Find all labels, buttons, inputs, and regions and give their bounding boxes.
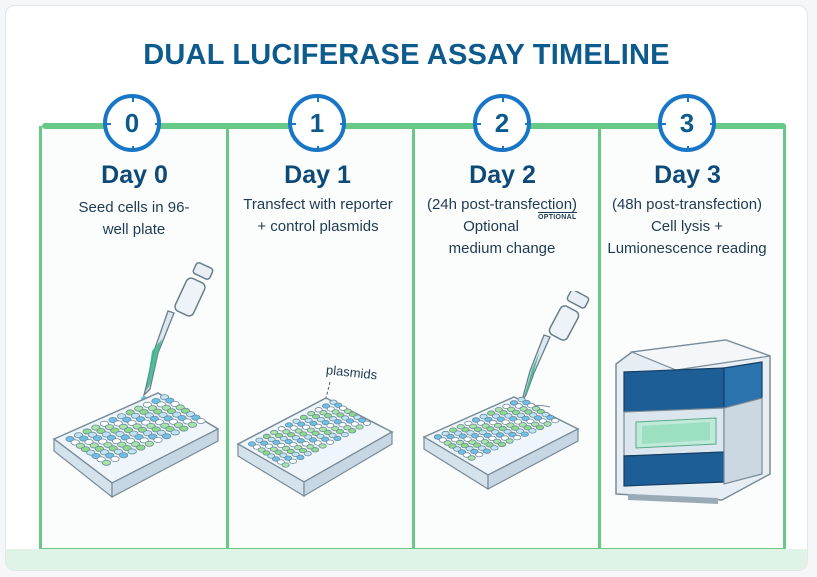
description-line: Optional [463, 218, 519, 235]
well [318, 443, 327, 449]
well [326, 439, 335, 445]
well [296, 454, 305, 461]
well [289, 458, 298, 464]
plasmids-annotation: plasmids [325, 362, 378, 382]
day-label: Day 3 [654, 161, 721, 189]
circle-tick [106, 123, 111, 125]
well [490, 445, 499, 451]
description-line: medium change [448, 240, 556, 257]
well [475, 451, 484, 458]
pipette-plate-illustration [52, 261, 220, 499]
diagram-card: DUAL LUCIFERASE ASSAY TIMELINE 0 Day 0 S… [5, 5, 808, 571]
step-number: 1 [309, 107, 325, 138]
step-number: 0 [124, 107, 140, 138]
well [505, 438, 514, 444]
day-label: Day 2 [469, 161, 536, 189]
well [520, 431, 529, 437]
step-number-circle: 0 [103, 94, 161, 152]
well-plate-icon [236, 397, 394, 498]
well [340, 431, 349, 438]
step-number: 2 [494, 107, 510, 138]
plasmid-plate-illustration: plasmids [236, 362, 394, 498]
circle-tick [155, 123, 160, 125]
well [528, 428, 537, 434]
circle-tick [132, 146, 134, 151]
well [162, 433, 172, 440]
step-description: Transfect with reporter + control plasmi… [225, 194, 411, 238]
description-line: Cell lysis + [650, 218, 724, 235]
well [551, 417, 560, 424]
step-number-circle: 3 [658, 94, 716, 152]
well [513, 434, 522, 441]
circle-tick [502, 97, 504, 102]
pipette-icon [141, 261, 214, 402]
description-line: well plate [102, 221, 166, 238]
circle-tick [317, 97, 319, 102]
well [196, 417, 206, 425]
step-description: Seed cells in 96- well plate [44, 197, 224, 241]
well [110, 455, 120, 463]
step-number-circle: 1 [288, 94, 346, 152]
well [497, 441, 507, 448]
well [179, 425, 189, 432]
pipette-icon [521, 291, 590, 402]
circle-tick [687, 97, 689, 102]
well [153, 436, 163, 444]
circle-tick [525, 123, 530, 125]
description-line: (48h post-transfection) [611, 196, 763, 213]
well-plate-icon [52, 392, 220, 499]
well [136, 444, 146, 451]
description-line: + control plasmids [257, 218, 379, 235]
day-label: Day 0 [101, 161, 168, 189]
well [281, 462, 290, 468]
well [127, 448, 137, 455]
circle-tick [687, 146, 689, 151]
circle-tick [710, 123, 715, 125]
well [348, 428, 357, 434]
circle-tick [476, 123, 481, 125]
well [543, 421, 552, 427]
well [170, 429, 180, 436]
circle-tick [502, 146, 504, 151]
plate-reader-illustration [615, 339, 771, 504]
plate-reader-icon [615, 339, 771, 504]
well [144, 440, 155, 447]
well [101, 459, 112, 466]
circle-tick [317, 146, 319, 151]
well [355, 424, 364, 430]
description-line: Lumionescence reading [607, 240, 767, 257]
circle-tick [132, 97, 134, 102]
well [303, 450, 312, 457]
well [333, 435, 342, 442]
well [119, 452, 129, 459]
well [467, 455, 476, 461]
well [311, 447, 320, 453]
step-description: (24h post-transfection) Optional medium … [409, 194, 595, 260]
optional-tag: OPTIONAL [538, 212, 577, 221]
timeline-line [42, 123, 786, 129]
diagram-title: DUAL LUCIFERASE ASSAY TIMELINE [143, 39, 670, 71]
well [535, 424, 545, 431]
description-line: (24h post-transfection) [426, 196, 578, 213]
description-line: Transfect with reporter [243, 196, 393, 213]
step-number: 3 [679, 107, 695, 138]
step-description: (48h post-transfection) Cell lysis + Lum… [597, 194, 777, 260]
step-number-circle: 2 [473, 94, 531, 152]
medium-change-illustration [422, 291, 590, 491]
well [187, 421, 197, 428]
footer-band [6, 549, 807, 570]
day-label: Day 1 [284, 161, 351, 189]
circle-tick [340, 123, 345, 125]
description-line: Seed cells in 96- [78, 199, 190, 216]
well [482, 448, 491, 454]
circle-tick [661, 123, 666, 125]
well [362, 420, 371, 426]
well-plate-icon [422, 396, 580, 491]
circle-tick [291, 123, 296, 125]
